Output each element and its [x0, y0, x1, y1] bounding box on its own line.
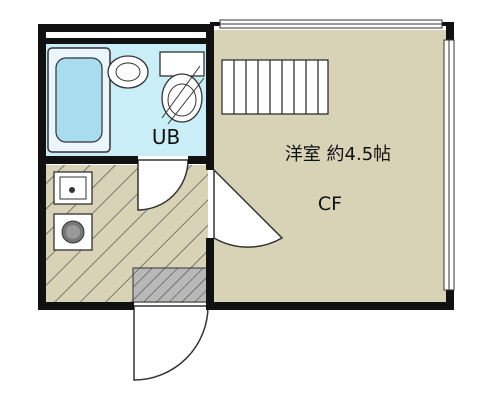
stove-icon [53, 213, 93, 251]
toilet-icon [159, 51, 205, 125]
western-room-label: 洋室 約4.5帖 [285, 144, 391, 165]
bath-label: UB [152, 125, 180, 149]
kitchen-sink-icon [53, 171, 93, 205]
window-right [443, 39, 455, 291]
window-top [219, 19, 443, 29]
bathtub-icon [47, 47, 111, 153]
entrance-tile-hatch [133, 268, 207, 302]
entrance-door[interactable] [133, 305, 209, 381]
bath-door[interactable] [137, 159, 189, 211]
washbasin-icon [107, 55, 149, 89]
closet-label: CF [318, 193, 342, 215]
stairs [221, 59, 329, 115]
room-door[interactable] [213, 168, 284, 248]
